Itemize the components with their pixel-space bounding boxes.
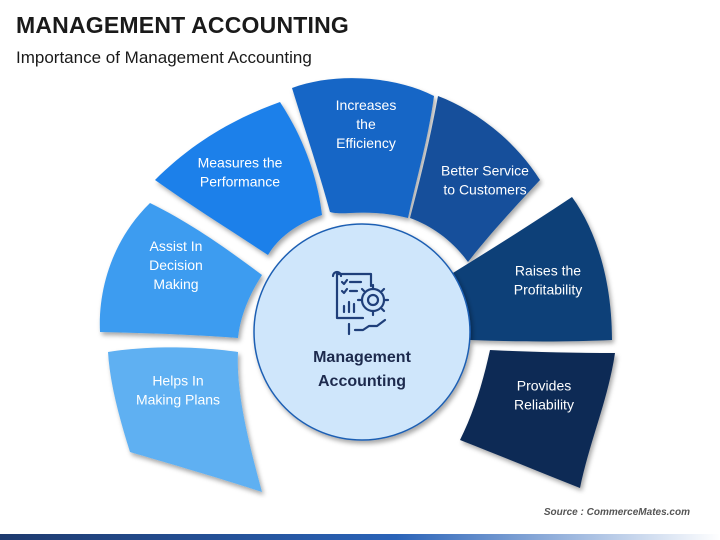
petal-2 <box>99 203 262 338</box>
petal-2-label-line-3: Making <box>153 276 198 292</box>
center-label-line-2: Accounting <box>318 373 406 390</box>
page-subtitle: Importance of Management Accounting <box>16 48 312 67</box>
petal-4 <box>292 78 434 218</box>
petal-3-label-line-1: Measures the <box>198 155 283 171</box>
petal-4-label-line-3: Efficiency <box>336 135 396 151</box>
page-title: MANAGEMENT ACCOUNTING <box>16 12 349 38</box>
petal-6-label-line-1: Raises the <box>515 263 581 279</box>
petal-5 <box>410 96 540 262</box>
petal-4-label-line-2: the <box>356 116 376 132</box>
petal-3 <box>155 102 322 255</box>
petal-1 <box>108 347 262 492</box>
petal-7-label-line-2: Reliability <box>514 397 574 413</box>
petal-1-label-line-2: Making Plans <box>136 392 220 408</box>
petal-6-label-line-2: Profitability <box>514 282 582 298</box>
petal-7-label-line-1: Provides <box>517 378 571 394</box>
petal-5-label-line-1: Better Service <box>441 163 529 179</box>
accounting-document-gear-icon <box>331 270 390 336</box>
bottom-accent-bar <box>0 534 720 540</box>
petal-7 <box>460 350 615 488</box>
petal-5-label-line-2: to Customers <box>443 182 526 198</box>
source-credit: Source : CommerceMates.com <box>543 507 690 518</box>
center-label-line-1: Management <box>313 349 411 366</box>
petal-4-label-line-1: Increases <box>336 97 397 113</box>
petal-2-label-line-1: Assist In <box>150 238 203 254</box>
petal-2-label-line-2: Decision <box>149 257 203 273</box>
petal-1-label-line-1: Helps In <box>152 373 203 389</box>
petal-6 <box>448 197 612 342</box>
center-circle <box>253 223 471 441</box>
petal-3-label-line-2: Performance <box>200 174 280 190</box>
